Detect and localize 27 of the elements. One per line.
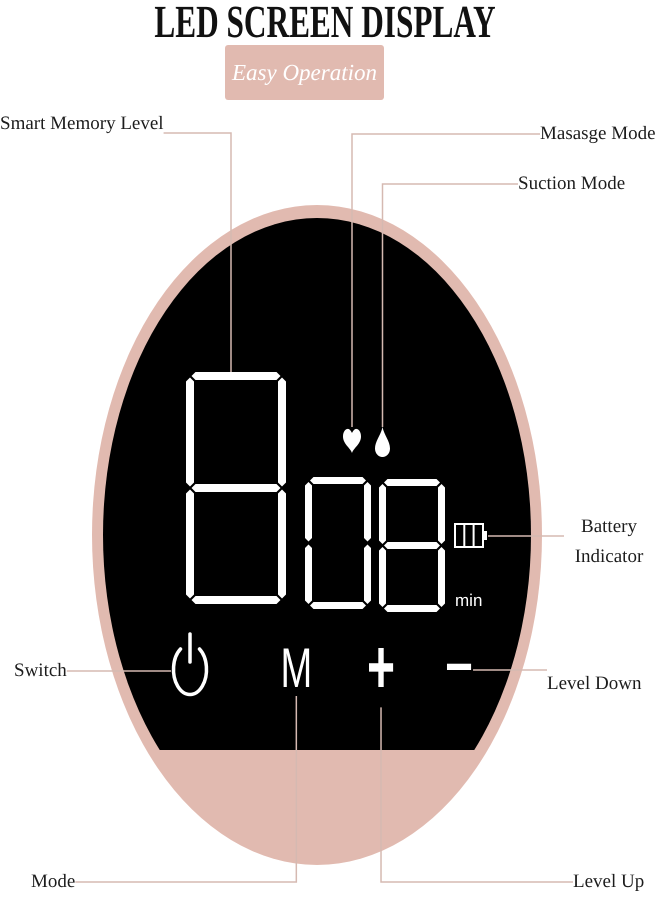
callout-label: Battery Indicator [564, 512, 654, 572]
callout-label: Smart Memory Level [0, 111, 164, 137]
minus-key-symbol: − [445, 639, 474, 697]
battery-icon [454, 523, 488, 548]
plus-key-symbol: + [367, 630, 396, 708]
mode-key-letter: M [280, 640, 312, 696]
callout-label: Switch [14, 658, 67, 684]
leader-line [164, 132, 232, 372]
leader-line [351, 133, 540, 427]
callout-label: Level Up [573, 869, 644, 895]
callout-label: Masasge Mode [540, 121, 656, 147]
callout-label: Suction Mode [518, 171, 626, 197]
leader-line [75, 696, 298, 883]
callout-label: Level Down [547, 668, 642, 700]
leader-line [380, 707, 573, 883]
unit-label: min [455, 591, 482, 611]
leader-line [473, 669, 547, 671]
power-icon [171, 632, 209, 696]
heart-icon [343, 427, 361, 453]
leader-line [488, 535, 564, 537]
leader-line [382, 183, 518, 427]
drop-icon [375, 427, 390, 457]
diagram-title: LED SCREEN DISPLAY [154, 0, 496, 45]
callout-label: Mode [31, 869, 76, 895]
leader-line [66, 670, 171, 672]
seven-segment-digit [186, 372, 286, 604]
subtitle-banner: Easy Operation [225, 45, 384, 100]
